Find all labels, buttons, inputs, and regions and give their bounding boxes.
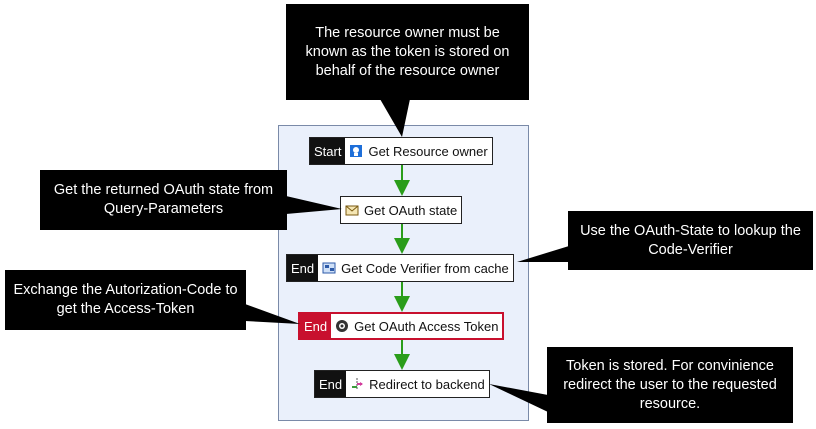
redirect-icon: [350, 377, 364, 391]
node-label: Get OAuth state: [364, 202, 458, 218]
callout-resource-owner: The resource owner must be known as the …: [286, 4, 529, 100]
node-label: Get Code Verifier from cache: [341, 260, 509, 276]
node-label: Get Resource owner: [368, 143, 488, 159]
start-tag: Start: [310, 138, 346, 164]
callout-code-verifier: Use the OAuth-State to lookup the Code-V…: [568, 211, 813, 270]
end-tag: End: [300, 314, 332, 338]
tail-resource-owner: [380, 99, 410, 137]
node-get-oauth-state[interactable]: Get OAuth state: [340, 196, 463, 224]
tail-redirect: [489, 384, 548, 412]
end-tag: End: [287, 255, 319, 281]
callout-oauth-state: Get the returned OAuth state from Query-…: [40, 170, 287, 230]
envelope-filter-icon: [345, 203, 359, 217]
callout-redirect: Token is stored. For convinience redirec…: [547, 347, 793, 423]
tail-oauth-state: [286, 196, 342, 214]
callout-access-token: Exchange the Autorization-Code to get th…: [5, 270, 246, 330]
tail-access-token: [245, 304, 300, 324]
end-tag: End: [315, 371, 347, 397]
tail-code-verifier: [517, 246, 569, 262]
resource-owner-icon: [349, 144, 363, 158]
node-label: Redirect to backend: [369, 376, 485, 392]
node-get-code-verifier[interactable]: End Get Code Verifier from cache: [286, 254, 514, 282]
node-redirect-to-backend[interactable]: End Redirect to backend: [314, 370, 490, 398]
cache-lookup-icon: [322, 261, 336, 275]
oauth-token-icon: [335, 319, 349, 333]
node-get-resource-owner[interactable]: Start Get Resource owner: [309, 137, 493, 165]
node-label: Get OAuth Access Token: [354, 318, 499, 334]
node-get-oauth-access-token[interactable]: End Get OAuth Access Token: [298, 312, 505, 340]
